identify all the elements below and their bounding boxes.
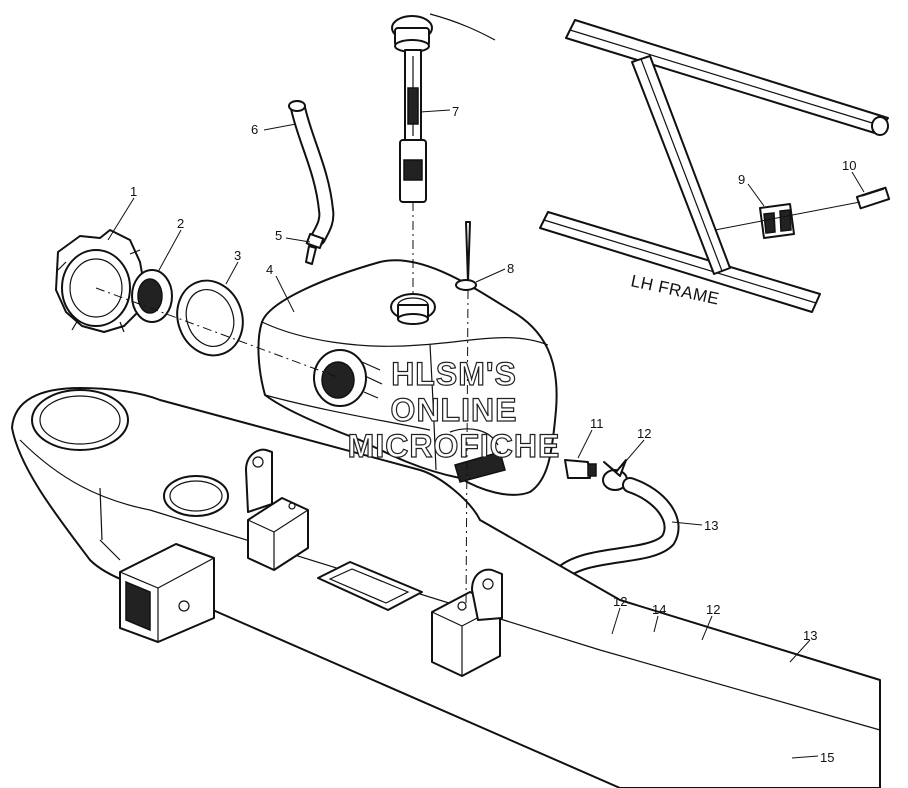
assembly-lines	[95, 201, 861, 609]
outlet-fitting	[564, 459, 597, 479]
mount-bracket-left	[245, 448, 309, 571]
mount-bracket-right	[431, 568, 503, 677]
callout-11: 11	[590, 416, 604, 431]
lh-frame	[539, 19, 889, 313]
chassis-frame	[11, 387, 881, 788]
filler-adaptor	[131, 269, 173, 323]
callout-12-top: 12	[637, 426, 651, 441]
mount-clip	[759, 203, 795, 239]
watermark: HLSM'S ONLINE MICROFICHE	[347, 355, 561, 464]
watermark-line-1: HLSM'S	[391, 356, 517, 392]
vent-fitting	[305, 232, 325, 265]
gasket	[176, 279, 244, 357]
watermark-line-2: ONLINE	[391, 392, 518, 428]
callout-12-middle-left: 12	[613, 594, 627, 609]
hose-clamp-top	[602, 459, 628, 491]
callout-9: 9	[738, 172, 745, 187]
watermark-line-3: MICROFICHE	[348, 428, 561, 464]
callout-5: 5	[275, 228, 282, 243]
callout-6: 6	[251, 122, 258, 137]
fuel-cap	[55, 229, 146, 333]
leader-lines	[107, 109, 865, 759]
callout-4: 4	[266, 262, 273, 277]
callout-2: 2	[177, 216, 184, 231]
callout-14: 14	[652, 602, 666, 617]
callout-13-lower: 13	[803, 628, 817, 643]
callout-12-middle-right: 12	[706, 602, 720, 617]
mount-bolt	[855, 186, 891, 210]
callout-labels: 1 2 3 4 5 6 7 8 9 10 11 12 12 12 13 13 1…	[130, 104, 856, 765]
callout-10: 10	[842, 158, 856, 173]
callout-13-upper: 13	[704, 518, 718, 533]
callout-15: 15	[820, 750, 834, 765]
vent-hose	[288, 100, 335, 246]
vent-pin	[455, 221, 477, 291]
callout-1: 1	[130, 184, 137, 199]
callout-8: 8	[507, 261, 514, 276]
callout-7: 7	[452, 104, 459, 119]
callout-3: 3	[234, 248, 241, 263]
fuel-gauge-sender	[391, 13, 496, 203]
fuel-tank	[257, 259, 558, 496]
